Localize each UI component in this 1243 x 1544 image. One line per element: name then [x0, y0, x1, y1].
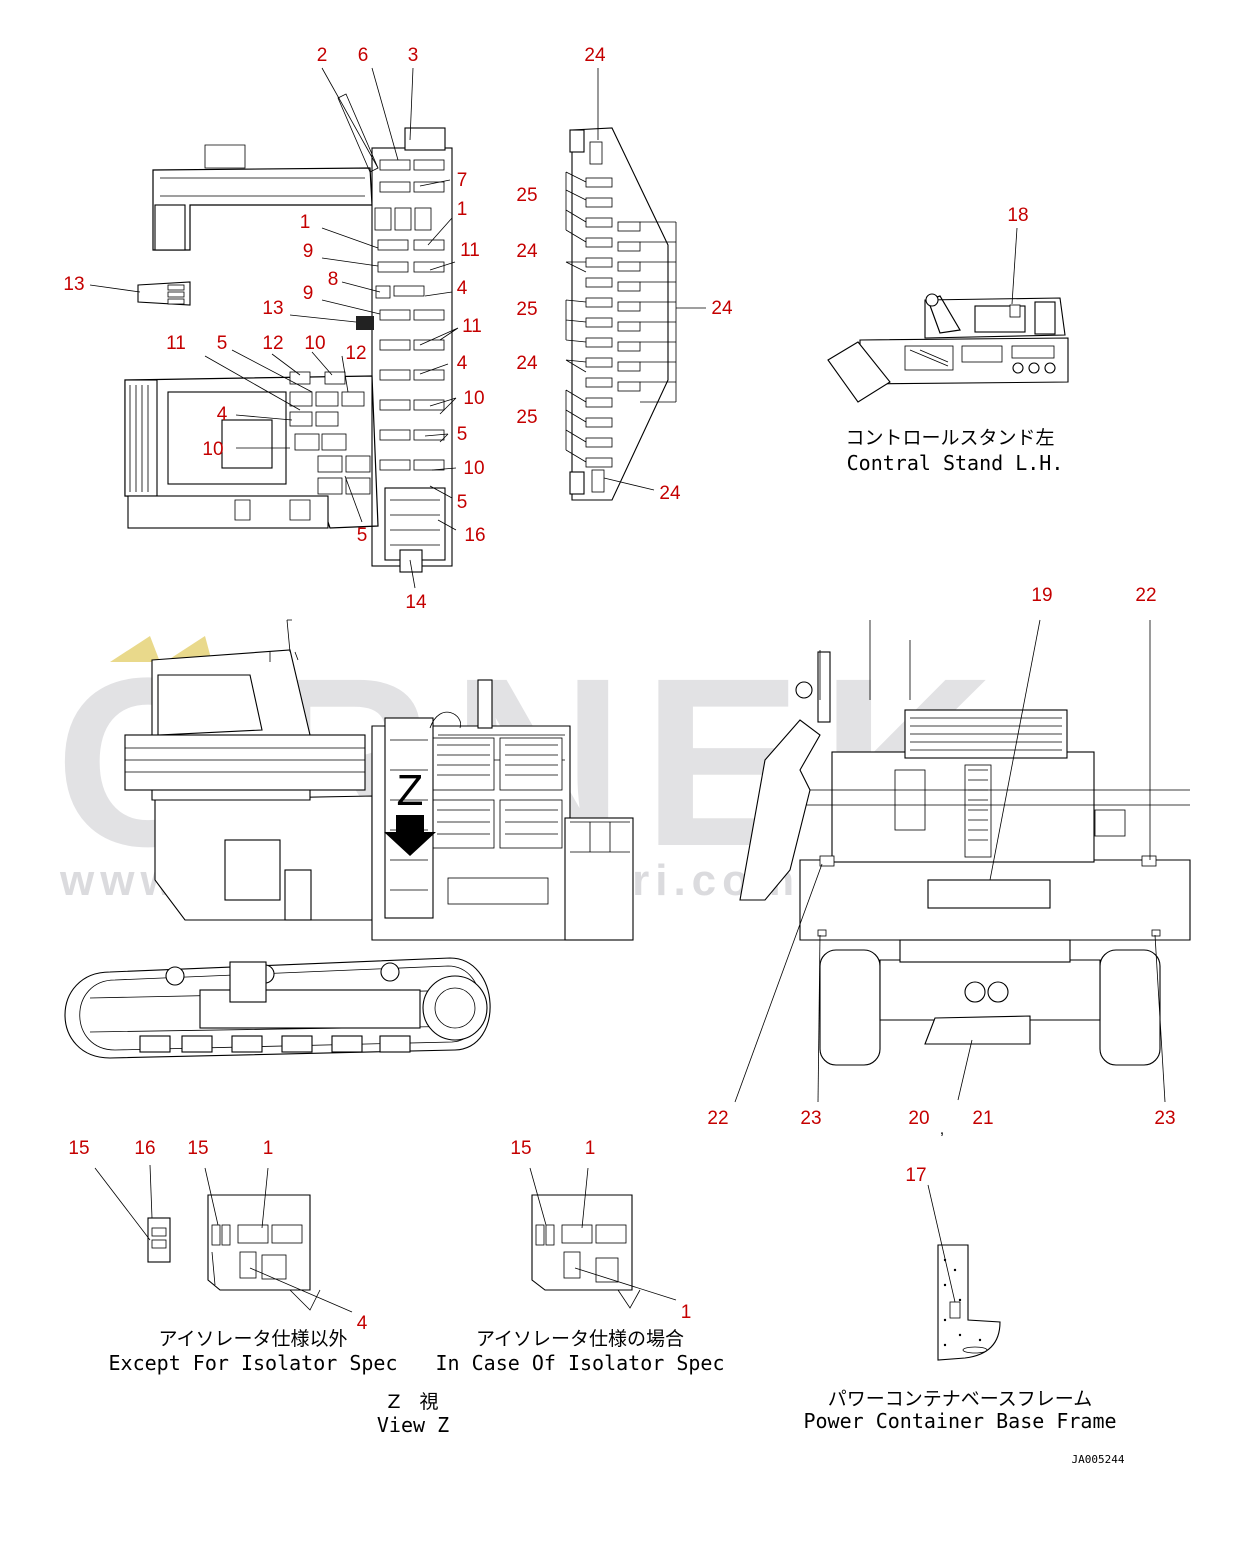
callout-11: 11	[166, 333, 186, 354]
callout-15: 15	[68, 1138, 89, 1159]
plan-view-leaders	[89, 67, 459, 589]
track-rollers	[139, 962, 411, 1053]
control-stand-caption-en: Contral Stand L.H.	[847, 451, 1064, 475]
callout-16: 16	[134, 1138, 155, 1159]
view-z-caption-en: View Z	[377, 1413, 449, 1437]
callout-3: 3	[408, 45, 419, 66]
callout-5: 5	[457, 424, 468, 445]
power-container-base-frame: パワーコンテナベースフレーム Power Container Base Fram…	[803, 1184, 1125, 1466]
callout-13: 13	[262, 298, 283, 319]
callout-19: 19	[1031, 585, 1052, 606]
callout-6: 6	[358, 45, 369, 66]
callout-9: 9	[303, 241, 314, 262]
callout-4: 4	[357, 1313, 368, 1334]
callout-15: 15	[187, 1138, 208, 1159]
callout-4: 4	[457, 278, 468, 299]
power-container-caption-en: Power Container Base Frame	[803, 1409, 1116, 1433]
callout-23: 23	[800, 1108, 821, 1129]
drawing-code: JA005244	[1072, 1453, 1125, 1466]
control-stand-lh: コントロールスタンド左 Contral Stand L.H.	[827, 227, 1069, 475]
isolator-caption-jp: アイソレータ仕様の場合	[476, 1328, 684, 1350]
control-stand-caption-jp: コントロールスタンド左	[845, 427, 1054, 449]
callout-24: 24	[659, 483, 681, 504]
callout-4: 4	[217, 404, 228, 425]
isolator-caption-en: In Case Of Isolator Spec	[436, 1351, 725, 1375]
callout-10: 10	[463, 388, 484, 409]
callout-12: 12	[345, 343, 366, 364]
view-z-caption-jp: Z 視	[387, 1391, 438, 1413]
callout-4: 4	[457, 353, 468, 374]
callout-10: 10	[202, 439, 223, 460]
callout-24: 24	[516, 241, 538, 262]
callout-12: 12	[262, 333, 283, 354]
callout-5: 5	[217, 333, 228, 354]
excavator-rear-view	[734, 619, 1191, 1103]
handrail-panel-view	[565, 68, 706, 501]
callout-labels: 2 6 3 7 1 1 9 11 8 4 9 13 13 11 11 5 12 …	[63, 45, 1175, 1334]
callout-5: 5	[357, 525, 368, 546]
callout-10: 10	[304, 333, 325, 354]
watermark-logo-mark	[165, 636, 212, 662]
watermark-logo-mark	[110, 636, 160, 662]
callout-separator: ,	[940, 1121, 944, 1138]
callout-24: 24	[711, 298, 733, 319]
callout-1: 1	[457, 199, 468, 220]
callout-17: 17	[905, 1165, 926, 1186]
callout-11: 11	[460, 240, 480, 261]
callout-10: 10	[463, 458, 484, 479]
rear-deck-decals	[289, 371, 371, 495]
callout-22: 22	[707, 1108, 728, 1129]
control-stand-panel	[904, 345, 1056, 374]
callout-8: 8	[328, 269, 339, 290]
view-z-marker: Z	[397, 766, 424, 815]
callout-7: 7	[457, 170, 468, 191]
plan-view-upper-structure	[89, 67, 459, 589]
callout-9: 9	[303, 283, 314, 304]
power-container-caption-jp: パワーコンテナベースフレーム	[828, 1388, 1092, 1410]
callout-21: 21	[972, 1108, 993, 1129]
central-column-decals	[356, 159, 446, 573]
handrail-leaders	[565, 68, 706, 491]
except-isolator-caption-jp: アイソレータ仕様以外	[158, 1328, 347, 1350]
callout-11: 11	[462, 316, 482, 337]
callout-25: 25	[516, 299, 537, 320]
callout-5: 5	[457, 492, 468, 513]
callout-25: 25	[516, 407, 537, 428]
view-z-arrow-icon	[384, 815, 436, 856]
callout-1: 1	[681, 1302, 692, 1323]
except-isolator-caption-en: Except For Isolator Spec	[109, 1351, 398, 1375]
callout-2: 2	[317, 45, 328, 66]
callout-13: 13	[63, 274, 84, 295]
callout-1: 1	[300, 212, 311, 233]
callout-14: 14	[405, 592, 427, 613]
callout-16: 16	[464, 525, 485, 546]
callout-23: 23	[1154, 1108, 1175, 1129]
callout-22: 22	[1135, 585, 1156, 606]
excavator-side-view: Z	[64, 619, 634, 1059]
callout-18: 18	[1007, 205, 1028, 226]
callout-20: 20	[908, 1108, 929, 1129]
callout-24: 24	[584, 45, 606, 66]
view-z-panels: アイソレータ仕様以外 Except For Isolator Spec アイソレ…	[94, 1164, 725, 1437]
callout-1: 1	[585, 1138, 596, 1159]
handrail-decals	[585, 177, 641, 468]
callout-1: 1	[263, 1138, 274, 1159]
callout-15: 15	[510, 1138, 531, 1159]
callout-25: 25	[516, 185, 537, 206]
callout-24: 24	[516, 353, 538, 374]
